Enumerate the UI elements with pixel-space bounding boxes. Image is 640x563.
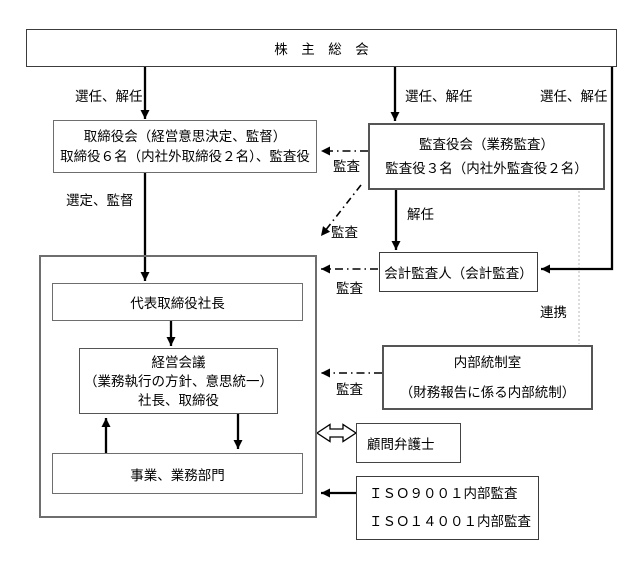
label-audit-internal: 監査	[336, 382, 363, 397]
lawyer-double-arrow	[315, 423, 358, 443]
internal-control-line-2: （財務報告に係る内部統制）	[399, 384, 576, 400]
audit-board-box: 監査役会（業務監査） 監査役３名（内社外監査役２名）	[368, 123, 605, 190]
arrow-appoint-accounting-auditor	[541, 67, 614, 274]
audit-board-line-1: 監査役会（業務監査）	[419, 136, 554, 152]
board-of-directors-box: 取締役会（経営意思決定、監督） 取締役６名（内社外取締役２名）、監査役	[53, 120, 317, 173]
president-box: 代表取締役社長	[52, 283, 303, 321]
internal-control-box: 内部統制室 （財務報告に係る内部統制）	[382, 345, 593, 410]
management-meeting-line-2: （業務執行の方針、意思統一）	[84, 373, 273, 389]
iso-line-1: ＩＳＯ９００１内部監査	[369, 486, 518, 501]
label-appoint-dismiss-mid: 選任、解任	[405, 89, 473, 104]
lawyer-label: 顧問弁護士	[367, 437, 435, 452]
board-line-1: 取締役会（経営意思決定、監督）	[83, 128, 287, 144]
business-divisions-box: 事業、業務部門	[52, 453, 303, 494]
lawyer-box: 顧問弁護士	[356, 423, 461, 463]
label-dismiss: 解任	[407, 207, 434, 222]
accounting-auditor-box: 会計監査人（会計監査）	[379, 252, 538, 292]
label-appoint-dismiss-right: 選任、解任	[540, 89, 608, 104]
accounting-auditor-label: 会計監査人（会計監査）	[384, 266, 533, 281]
shareholders-meeting-box: 株 主 総 会	[26, 29, 617, 67]
label-select-supervise: 選定、監督	[66, 193, 134, 208]
internal-control-line-1: 内部統制室	[453, 354, 522, 370]
iso-line-2: ＩＳＯ１４００１内部監査	[369, 514, 531, 529]
arrow-audit-diagonal-dashdot	[320, 184, 362, 237]
president-label: 代表取締役社長	[130, 296, 225, 311]
label-audit-to-board: 監査	[333, 159, 360, 174]
business-divisions-label: 事業、業務部門	[130, 467, 225, 483]
management-meeting-box: 経営会議 （業務執行の方針、意思統一） 社長、取締役	[79, 348, 278, 414]
management-meeting-line-1: 経営会議	[151, 354, 206, 370]
executive-group-box	[39, 255, 317, 518]
iso-audit-box: ＩＳＯ９００１内部監査 ＩＳＯ１４００１内部監査	[356, 476, 539, 540]
audit-board-line-2: 監査役３名（内社外監査役２名）	[385, 160, 588, 176]
label-cooperation: 連携	[540, 305, 567, 320]
shareholders-meeting-label: 株 主 総 会	[274, 42, 369, 57]
management-meeting-line-3: 社長、取締役	[138, 392, 219, 408]
board-line-2: 取締役６名（内社外取締役２名）、監査役	[60, 148, 310, 164]
label-audit-accounting: 監査	[336, 281, 363, 296]
label-appoint-dismiss-left: 選任、解任	[75, 89, 143, 104]
label-audit-diagonal: 監査	[331, 225, 358, 240]
